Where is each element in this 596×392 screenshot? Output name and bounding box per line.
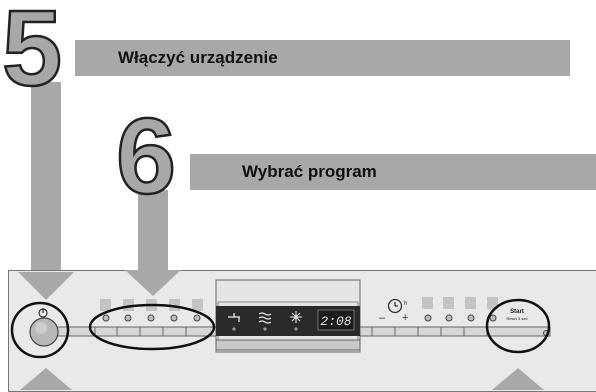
rinse-aid-icon	[290, 311, 302, 323]
start-label: Start	[510, 309, 524, 315]
step-5-label: Włączyć urządzenie	[118, 48, 278, 67]
time-display-frame	[317, 309, 355, 331]
start-highlight-ellipse	[485, 298, 551, 354]
timer-unit-label: h	[404, 301, 407, 307]
step-6-number: 6	[115, 95, 178, 216]
program-highlight-ellipse	[88, 303, 216, 351]
clock-icon	[387, 298, 403, 314]
program-buttons	[102, 314, 201, 322]
start-sublabel: Reset 3 sec	[506, 316, 527, 321]
option-indicators	[422, 297, 498, 309]
power-icon	[38, 308, 48, 318]
indicator-leds	[232, 327, 298, 331]
tap-icon	[228, 313, 240, 322]
salt-icon	[258, 312, 272, 324]
step-5-arrow-head	[18, 272, 74, 300]
rail-divisions-left	[94, 327, 187, 336]
bottom-arrow-right	[492, 368, 544, 390]
power-highlight-ellipse	[10, 301, 70, 359]
step-5-banner	[75, 40, 570, 76]
step-6-label: Wybrać program	[242, 162, 377, 181]
display-bar	[215, 339, 361, 351]
power-button-highlight	[35, 322, 47, 334]
bottom-arrow-left	[20, 368, 72, 390]
step-5-number: 5	[1, 0, 64, 108]
step-5-arrow-shaft	[31, 82, 61, 274]
step-6-arrow-shaft	[138, 190, 168, 274]
timer-minus-label: –	[379, 312, 386, 324]
option-buttons	[424, 314, 497, 322]
timer-plus-label: +	[402, 312, 408, 324]
step-6-banner	[190, 154, 596, 190]
time-display: 2:08	[320, 314, 351, 329]
step-6-arrow-head	[125, 270, 181, 296]
